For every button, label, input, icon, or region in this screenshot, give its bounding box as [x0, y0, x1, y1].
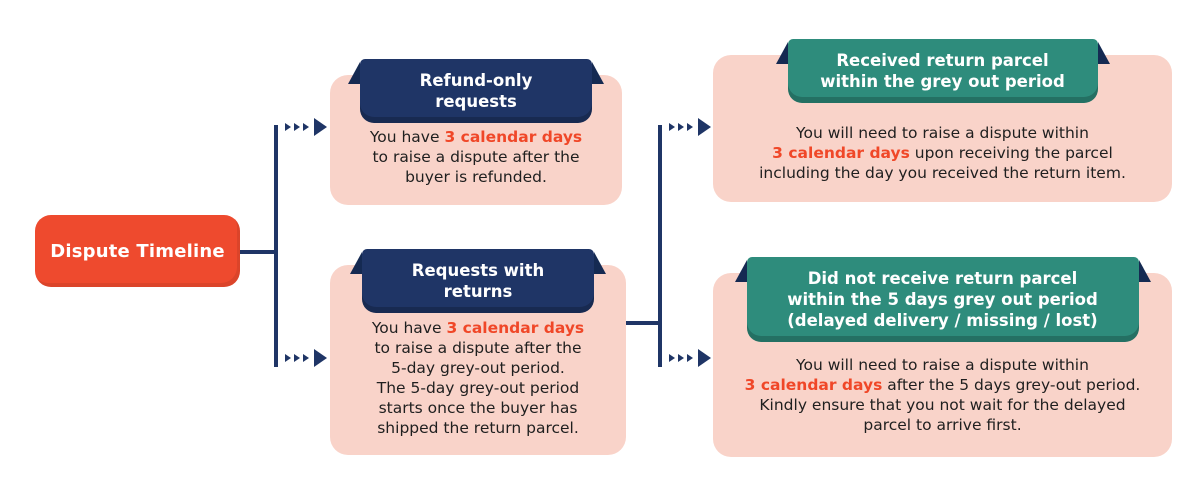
dispute-timeline-node: Dispute Timeline [35, 215, 240, 287]
chevron-right-icon [678, 123, 684, 131]
ribbon-banner: Refund-only requests [348, 59, 604, 123]
arrow-right-icon [314, 118, 327, 136]
ribbon-fold-left-icon [348, 62, 360, 84]
chevron-right-icon [294, 354, 300, 362]
arrow-right-icon [698, 349, 711, 367]
ribbon-fold-right-icon [1097, 42, 1110, 64]
ribbon-fold-left-icon [350, 252, 362, 274]
card-title: Requests with returns [411, 261, 545, 301]
ribbon-fold-right-icon [592, 62, 604, 84]
arrow-cluster-top-right [669, 118, 711, 136]
ribbon-fold-right-icon [594, 252, 606, 274]
connector-line-vertical-2 [658, 125, 662, 367]
arrow-cluster-top-left [285, 118, 327, 136]
chevron-right-icon [285, 354, 291, 362]
root-node-label: Dispute Timeline [50, 240, 225, 262]
chevron-right-icon [687, 123, 693, 131]
chevron-right-icon [294, 123, 300, 131]
connector-line-returns [625, 321, 660, 325]
ribbon-banner: Requests with returns [350, 249, 606, 313]
chevron-right-icon [678, 354, 684, 362]
ribbon-fold-right-icon [1138, 260, 1151, 282]
arrow-cluster-bottom-right [669, 349, 711, 367]
card-title: Refund-only requests [419, 71, 533, 111]
chevron-right-icon [687, 354, 693, 362]
ribbon-fold-left-icon [775, 42, 788, 64]
ribbon-fold-left-icon [734, 260, 747, 282]
chevron-right-icon [669, 123, 675, 131]
chevron-right-icon [285, 123, 291, 131]
arrow-right-icon [314, 349, 327, 367]
chevron-right-icon [303, 354, 309, 362]
chevron-right-icon [669, 354, 675, 362]
connector-line-root [240, 250, 276, 254]
arrow-cluster-bottom-left [285, 349, 327, 367]
card-refund-only-requests: Refund-only requests You have 3 calendar… [330, 59, 622, 205]
arrow-right-icon [698, 118, 711, 136]
chevron-right-icon [303, 123, 309, 131]
connector-line-vertical-1 [274, 125, 278, 367]
card-requests-with-returns: Requests with returns You have 3 calenda… [330, 249, 626, 455]
